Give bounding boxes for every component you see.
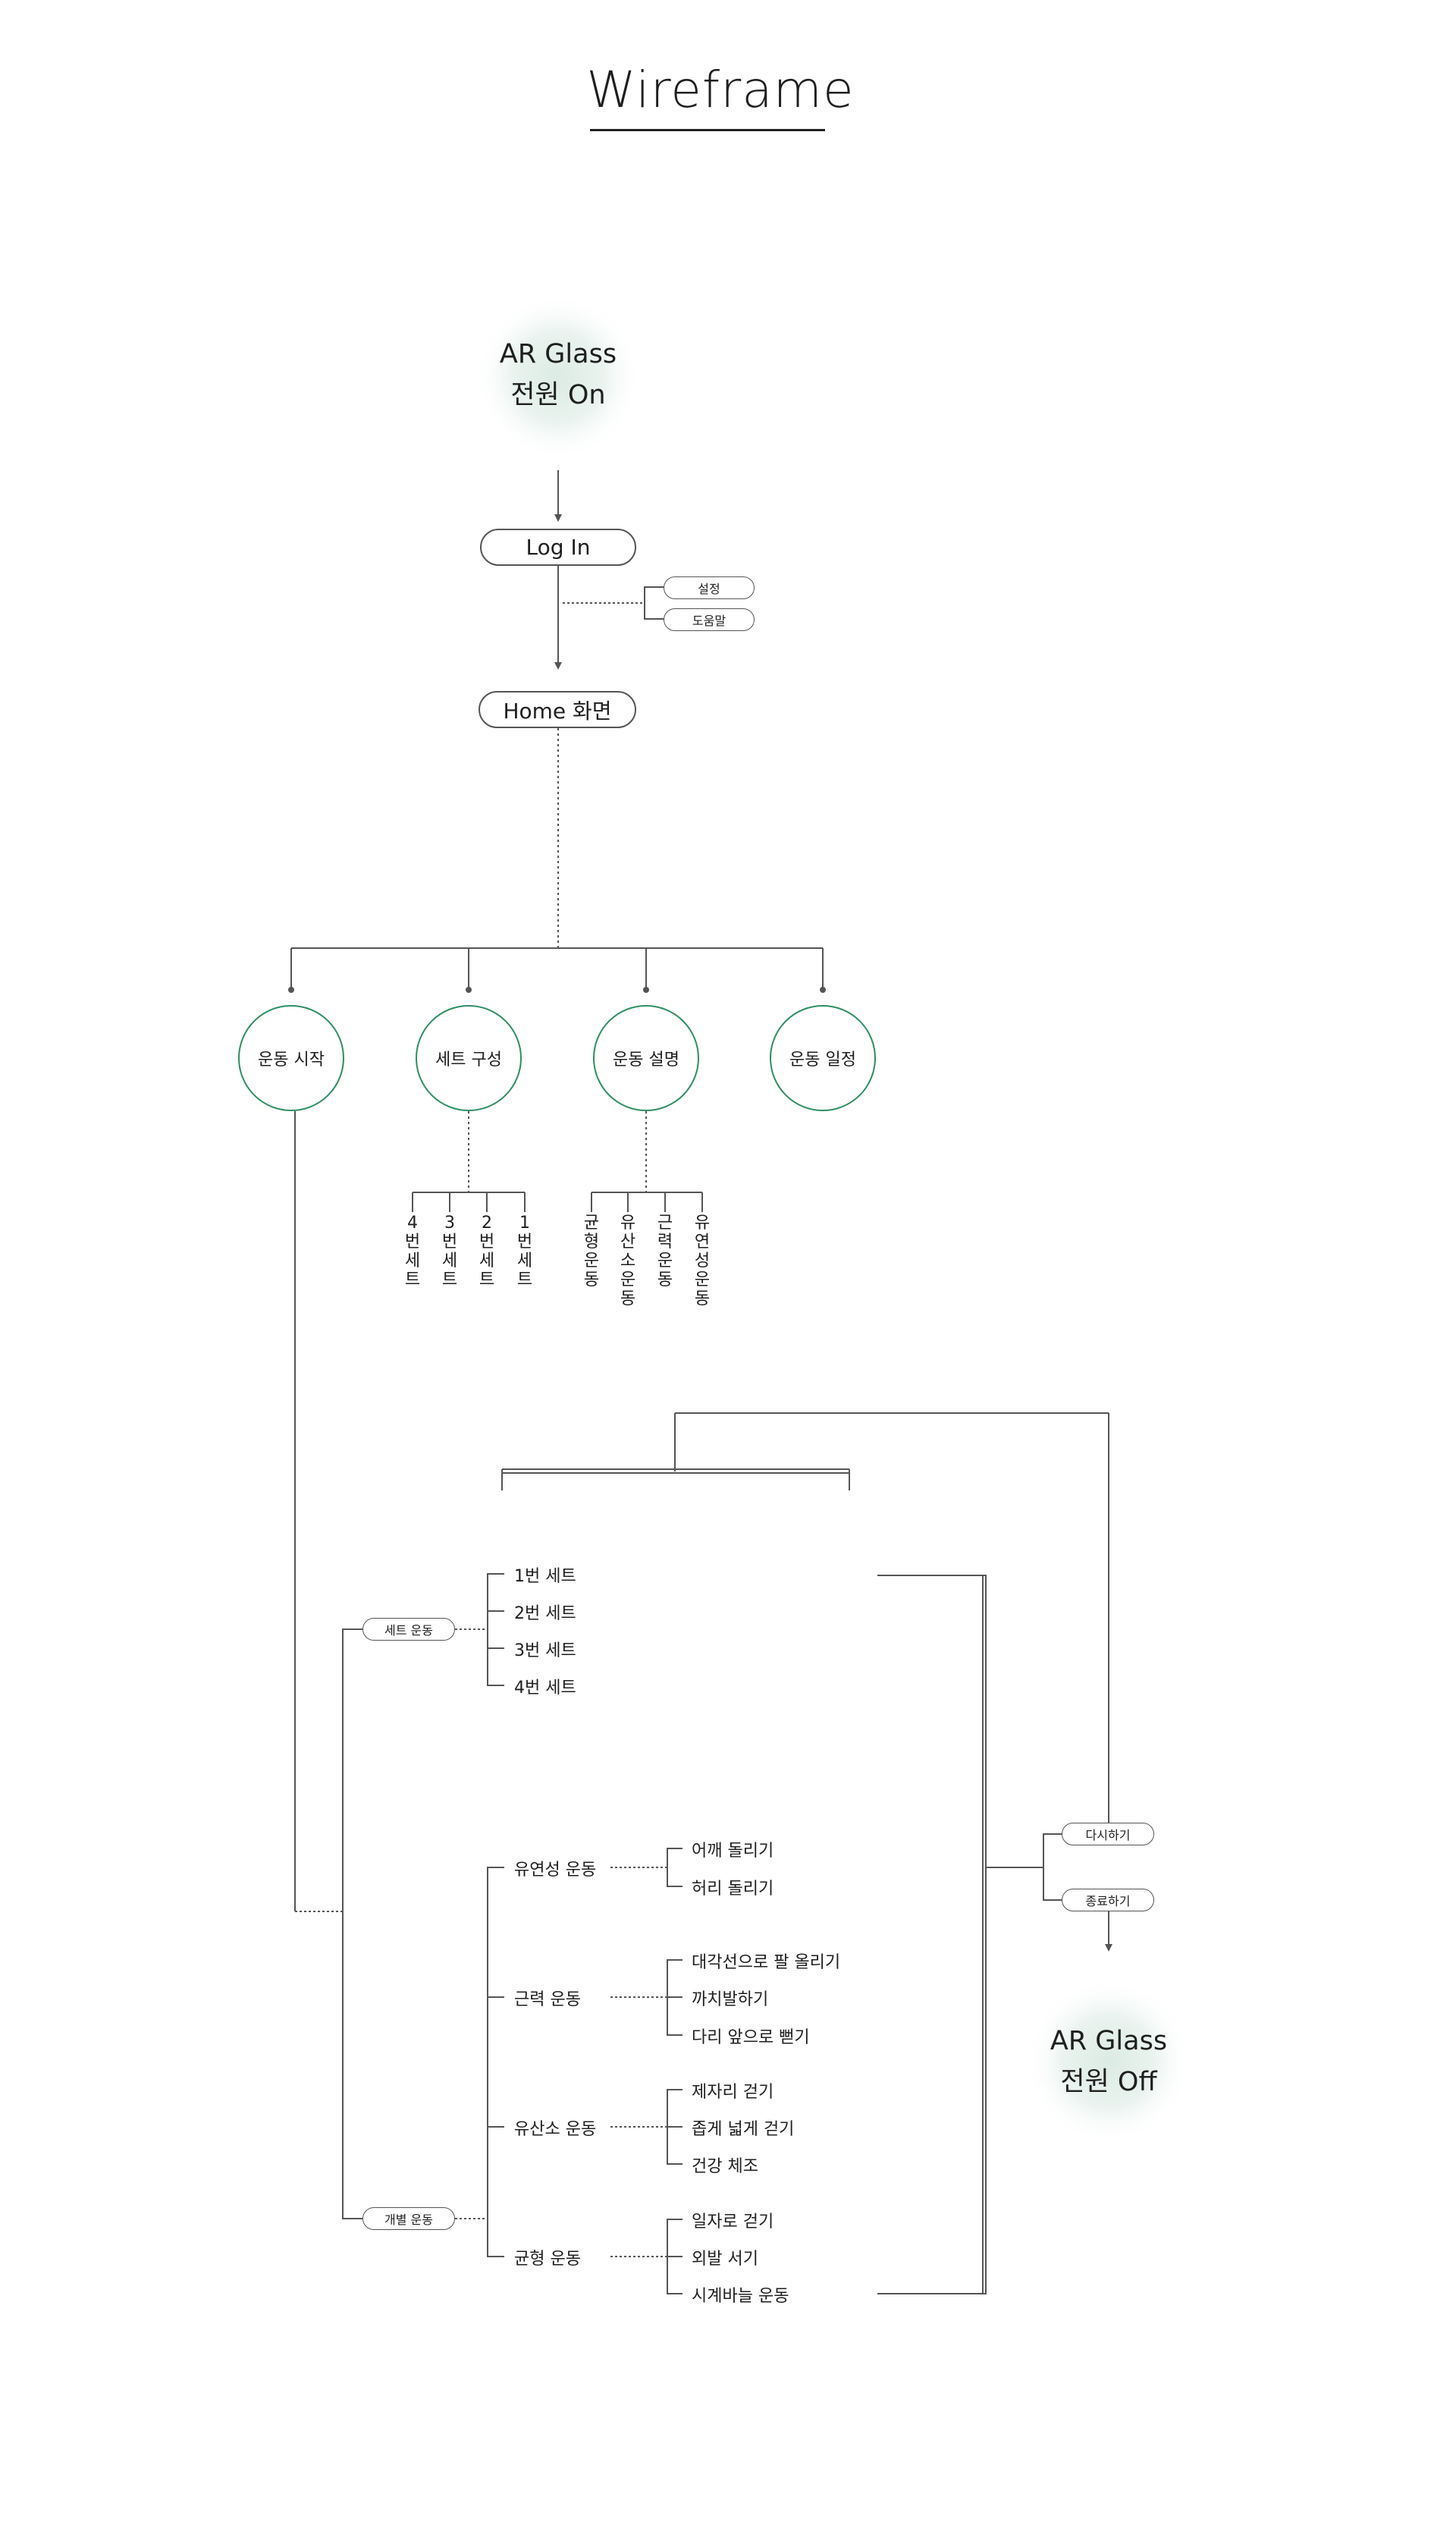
exercise-item: 까치발하기 xyxy=(692,1990,769,2009)
retry-option[interactable]: 다시하기 xyxy=(1062,1823,1154,1845)
help-option[interactable]: 도움말 xyxy=(664,608,755,631)
exercise-group: 균형 운동 xyxy=(514,2250,581,2269)
exercise-item: 허리 돌리기 xyxy=(692,1880,774,1899)
start-line1: AR Glass xyxy=(499,339,617,369)
menu-start-exercise[interactable]: 운동 시작 xyxy=(238,1005,344,1111)
individual-exercise-node[interactable]: 개별 운동 xyxy=(362,2207,455,2230)
title-underline xyxy=(590,129,825,131)
exercise-item: 좁게 넓게 걷기 xyxy=(692,2120,795,2139)
exit-option[interactable]: 종료하기 xyxy=(1062,1889,1154,1911)
exercise-item: 시계바늘 운동 xyxy=(692,2287,789,2306)
start-node: AR Glass 전원 On xyxy=(467,334,649,416)
end-line1: AR Glass xyxy=(1050,2026,1168,2056)
menu-exercise-schedule[interactable]: 운동 일정 xyxy=(770,1005,876,1111)
menu-exercise-desc[interactable]: 운동 설명 xyxy=(593,1005,699,1111)
set-item: 3번 세트 xyxy=(514,1641,576,1660)
set-config-item: 4 번 세 트 xyxy=(404,1214,421,1289)
set-config-item: 1 번 세 트 xyxy=(516,1214,533,1289)
set-item: 1번 세트 xyxy=(514,1567,576,1586)
set-config-item: 3 번 세 트 xyxy=(441,1214,458,1289)
page-title: Wireframe xyxy=(586,61,855,119)
start-line2: 전원 On xyxy=(510,380,606,410)
exercise-desc-item: 근 력 운 동 xyxy=(657,1214,673,1289)
exercise-group: 유연성 운동 xyxy=(514,1861,597,1880)
exercise-item: 외발 서기 xyxy=(692,2250,758,2269)
set-item: 2번 세트 xyxy=(514,1604,576,1623)
exercise-item: 어깨 돌리기 xyxy=(692,1842,774,1861)
exercise-group: 유산소 운동 xyxy=(514,2120,597,2139)
exercise-item: 다리 앞으로 뻗기 xyxy=(692,2028,810,2047)
home-node[interactable]: Home 화면 xyxy=(479,691,636,728)
exercise-desc-item: 유 연 성 운 동 xyxy=(694,1214,711,1308)
exercise-desc-item: 균 형 운 동 xyxy=(583,1214,600,1289)
start-glow xyxy=(475,294,642,460)
exercise-item: 일자로 걷기 xyxy=(692,2213,774,2231)
set-item: 4번 세트 xyxy=(514,1679,576,1698)
end-line2: 전원 Off xyxy=(1060,2067,1157,2097)
exercise-desc-item: 유 산 소 운 동 xyxy=(620,1214,636,1308)
exercise-item: 대각선으로 팔 올리기 xyxy=(692,1953,841,1972)
login-node[interactable]: Log In xyxy=(480,529,636,566)
exercise-item: 건강 체조 xyxy=(692,2157,758,2176)
end-glow xyxy=(1025,1978,1192,2145)
exercise-item: 제자리 걷기 xyxy=(692,2083,774,2102)
end-node: AR Glass 전원 Off xyxy=(1018,2021,1200,2103)
set-exercise-node[interactable]: 세트 운동 xyxy=(362,1618,455,1641)
menu-set-config[interactable]: 세트 구성 xyxy=(416,1005,522,1111)
exercise-group: 근력 운동 xyxy=(514,1990,581,2009)
settings-option[interactable]: 설정 xyxy=(664,576,755,599)
set-config-item: 2 번 세 트 xyxy=(479,1214,495,1289)
